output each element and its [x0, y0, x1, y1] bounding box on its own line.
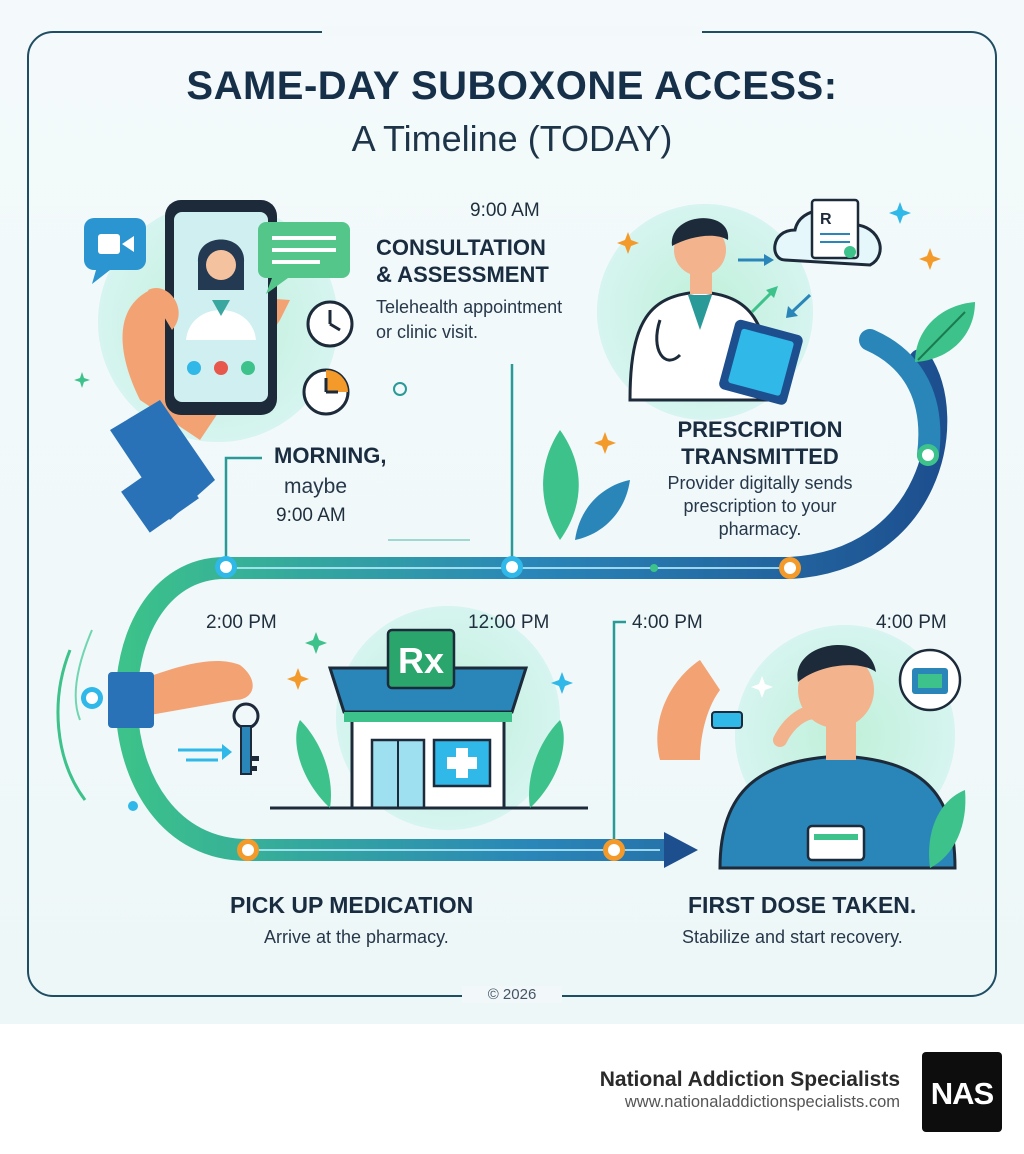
svg-text:R: R — [820, 211, 832, 228]
node-consult — [501, 556, 523, 578]
leaf-icon — [915, 302, 975, 362]
prescription-desc-line-1: Provider digitally sends — [667, 473, 853, 493]
node-morning — [215, 556, 237, 578]
clock-icon — [306, 300, 354, 348]
video-call-icon — [84, 218, 146, 284]
pickup-time-left: 2:00 PM — [206, 612, 277, 633]
ring-decor — [393, 382, 407, 396]
chat-bubble-icon — [258, 222, 350, 294]
dose-time-left: 4:00 PM — [632, 612, 703, 633]
morning-label-line-2: maybe — [284, 475, 348, 498]
node-pickup — [237, 839, 259, 861]
prescription-desc-line-2: prescription to your — [683, 496, 837, 516]
node-dose — [603, 839, 625, 861]
footer — [0, 1024, 1024, 1154]
timeline-illustration: R — [56, 198, 975, 870]
title-line-1: SAME-DAY SUBOXONE ACCESS: — [186, 64, 838, 108]
brand-url: www.nationaladdictionspecialists.com — [624, 1093, 900, 1111]
node-prescription — [779, 557, 801, 579]
prescription-desc-line-3: pharmacy. — [718, 519, 802, 539]
consult-desc-line-2: or clinic visit. — [376, 322, 479, 342]
pharmacy-sign: Rx — [397, 640, 445, 681]
infographic-canvas: R — [0, 0, 1024, 1024]
consult-heading-line-2: & ASSESSMENT — [376, 262, 549, 287]
copyright: © 2026 — [462, 986, 562, 1003]
dose-desc: Stabilize and start recovery. — [682, 927, 903, 947]
brand-logo: NAS — [922, 1052, 1002, 1132]
doctor-illustration — [628, 218, 803, 405]
morning-label-line-3: 9:00 AM — [276, 505, 346, 526]
transfer-arrows-icon — [738, 254, 812, 318]
node-left — [81, 687, 103, 709]
cloud-rx-icon: R — [773, 198, 882, 267]
phone-hand-illustration — [110, 200, 290, 533]
leaf-icon-2 — [543, 430, 630, 540]
consult-heading-line-1: CONSULTATION — [376, 235, 546, 260]
swoosh-left — [56, 649, 87, 801]
dose-time-right: 4:00 PM — [876, 612, 947, 633]
sparkle-icons — [74, 202, 941, 698]
clock-icon-2 — [302, 368, 350, 416]
hand-key-illustration — [108, 660, 260, 775]
pharmacy-illustration — [270, 628, 588, 810]
pickup-time-right: 12:00 PM — [468, 612, 550, 633]
pickup-heading: PICK UP MEDICATION — [230, 892, 474, 918]
prescription-heading-line-1: PRESCRIPTION — [677, 417, 843, 442]
timeline-arrowhead — [664, 832, 698, 868]
dose-heading: FIRST DOSE TAKEN. — [688, 892, 917, 918]
consult-time: 9:00 AM — [470, 200, 540, 221]
node-small — [650, 564, 658, 572]
brand-name: National Addiction Specialists — [599, 1068, 900, 1091]
connector-dose — [612, 620, 626, 850]
brand-logo-text: NAS — [930, 1076, 994, 1111]
consult-desc-line-1: Telehealth appointment — [376, 297, 563, 317]
film-strip-icon — [898, 648, 962, 712]
pickup-desc: Arrive at the pharmacy. — [264, 927, 449, 947]
swoosh-left-2 — [74, 629, 93, 721]
prescription-heading-line-2: TRANSMITTED — [681, 444, 839, 469]
node-small-2 — [128, 801, 138, 811]
node-top-right — [917, 444, 939, 466]
morning-label-line-1: MORNING, — [274, 443, 387, 468]
title-line-2: A Timeline (TODAY) — [351, 118, 673, 159]
frame-gap-top — [322, 26, 702, 36]
patient-illustration — [657, 645, 966, 870]
timeline-path-top — [859, 329, 941, 466]
connector-morning — [224, 456, 262, 568]
